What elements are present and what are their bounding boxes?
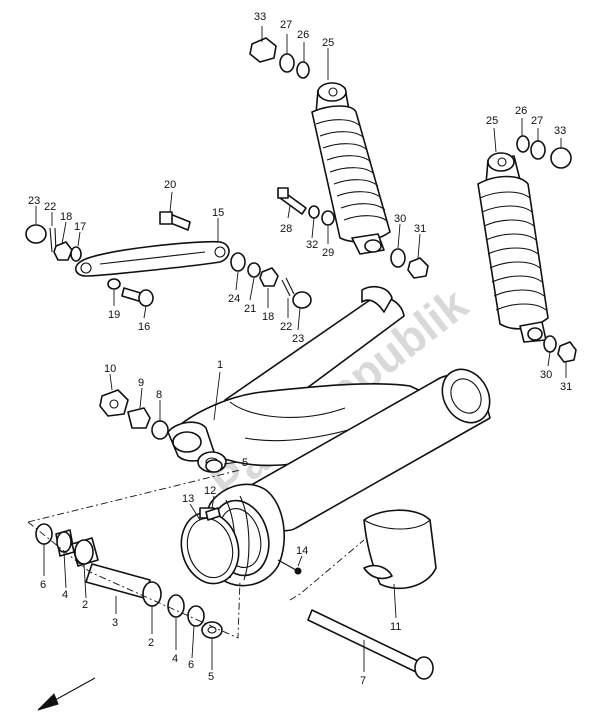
shock-absorber-left xyxy=(311,82,391,255)
callout-26-right: 26 xyxy=(515,105,527,117)
callout-29: 29 xyxy=(322,247,334,259)
front-direction-arrow xyxy=(37,677,96,711)
callout-12: 12 xyxy=(204,485,216,497)
callout-6: 6 xyxy=(40,579,46,591)
hardware-parts xyxy=(25,37,577,639)
callout-32: 32 xyxy=(306,239,318,251)
callout-3: 3 xyxy=(112,617,118,629)
callout-30-right: 30 xyxy=(540,369,552,381)
callout-16: 16 xyxy=(138,321,150,333)
shock-absorber-right xyxy=(477,152,549,343)
callout-28: 28 xyxy=(280,223,292,235)
callout-20: 20 xyxy=(164,179,176,191)
callout-14: 14 xyxy=(296,545,308,557)
callout-2-lower: 2 xyxy=(148,637,154,649)
callout-31-right: 31 xyxy=(560,381,572,393)
callout-24: 24 xyxy=(228,293,240,305)
callout-9: 9 xyxy=(138,377,144,389)
callout-27: 27 xyxy=(280,19,292,31)
callout-33: 33 xyxy=(254,11,266,23)
callout-19: 19 xyxy=(108,309,120,321)
callout-1: 1 xyxy=(217,359,223,371)
callout-13: 13 xyxy=(182,493,194,505)
leader-lines xyxy=(27,26,567,672)
callout-5: 5 xyxy=(242,457,248,469)
callout-27-right: 27 xyxy=(531,115,543,127)
callout-5-lower: 5 xyxy=(208,671,214,683)
callout-33-right: 33 xyxy=(554,125,566,137)
cover-guard xyxy=(363,509,437,590)
callout-22-right: 22 xyxy=(280,321,292,333)
callout-18-right: 18 xyxy=(262,311,274,323)
callout-10: 10 xyxy=(104,363,116,375)
callout-23: 23 xyxy=(28,195,40,207)
callout-4: 4 xyxy=(62,589,68,601)
callout-2: 2 xyxy=(82,599,88,611)
callout-15: 15 xyxy=(212,207,224,219)
callout-labels: 33 27 26 25 26 27 33 25 23 22 18 17 20 1… xyxy=(28,11,572,687)
callout-21: 21 xyxy=(244,303,256,315)
callout-22: 22 xyxy=(44,201,56,213)
callout-30: 30 xyxy=(394,213,406,225)
callout-25: 25 xyxy=(322,37,334,49)
callout-6-lower: 6 xyxy=(188,659,194,671)
callout-31: 31 xyxy=(414,223,426,235)
callout-11: 11 xyxy=(390,621,401,633)
torque-link-arm xyxy=(74,240,230,277)
pivot-bolt xyxy=(307,609,434,680)
callout-26: 26 xyxy=(297,29,309,41)
callout-7: 7 xyxy=(360,675,366,687)
callout-17: 17 xyxy=(74,221,86,233)
callout-23-right: 23 xyxy=(292,333,304,345)
callout-18: 18 xyxy=(60,211,72,223)
callout-4-lower: 4 xyxy=(172,653,178,665)
callout-25-right: 25 xyxy=(486,115,498,127)
callout-8: 8 xyxy=(156,389,162,401)
